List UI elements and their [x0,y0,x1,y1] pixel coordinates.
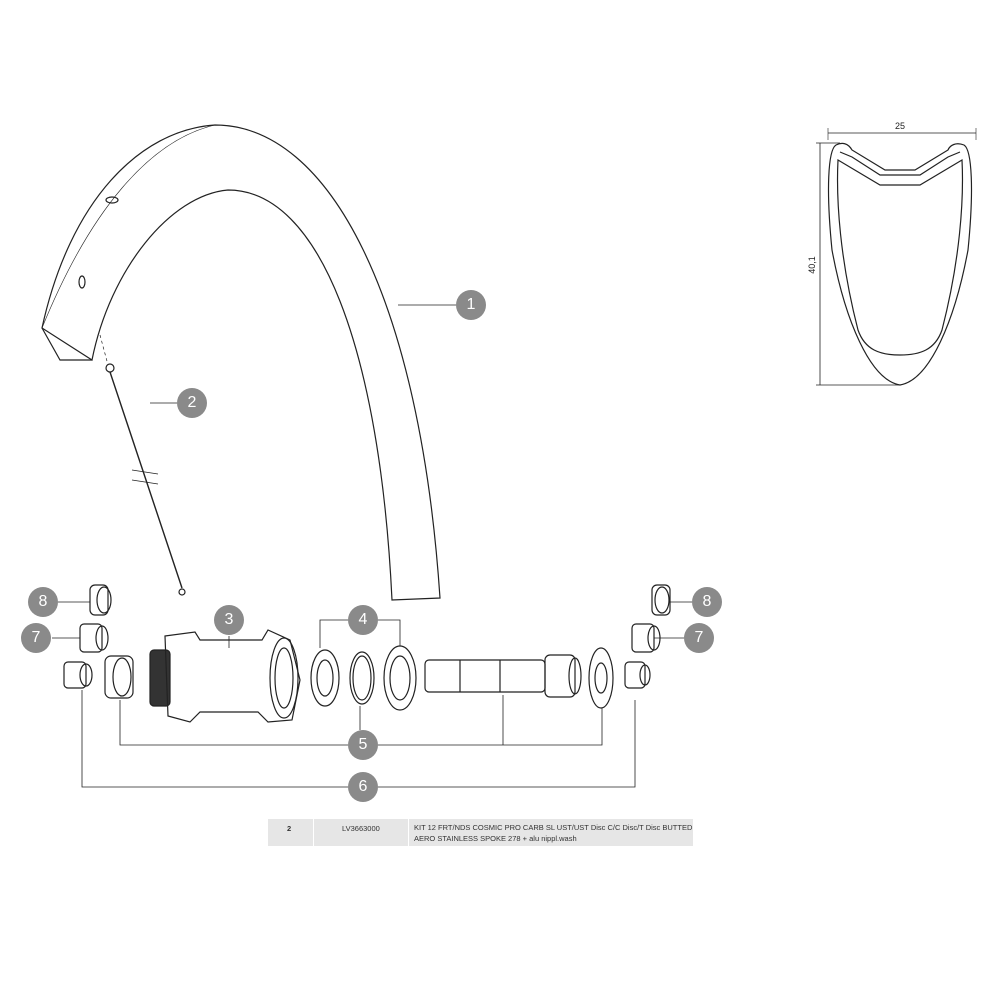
column-divider [313,819,314,846]
end-cap-right [588,584,671,709]
part-description-line1: KIT 12 FRT/NDS COSMIC PRO CARB SL UST/US… [414,823,693,832]
callout-6: 6 [348,772,378,802]
rim-cross-section [816,128,977,386]
bearings-and-circlip [310,619,417,711]
callout-4: 4 [348,605,378,635]
height-dimension-label: 40,1 [806,256,817,274]
callout-8-left: 8 [28,587,58,617]
axle [424,654,582,698]
part-ref: 2 [287,824,292,833]
hub-body [149,629,301,723]
column-divider [408,819,409,846]
callout-1: 1 [456,290,486,320]
callout-8-right: 8 [692,587,722,617]
spoke [99,334,186,596]
callout-5: 5 [348,730,378,760]
part-description-line2: AERO STAINLESS SPOKE 278 + alu nippl.was… [414,834,577,843]
callout-7-right: 7 [684,623,714,653]
callout-7-left: 7 [21,623,51,653]
callout-2: 2 [177,388,207,418]
rim-section [41,124,441,601]
width-dimension-label: 25 [895,121,906,131]
part-code: LV3663000 [342,824,380,833]
callout-3: 3 [214,605,244,635]
parts-table: 2 LV3663000 KIT 12 FRT/NDS COSMIC PRO CA… [268,819,693,846]
